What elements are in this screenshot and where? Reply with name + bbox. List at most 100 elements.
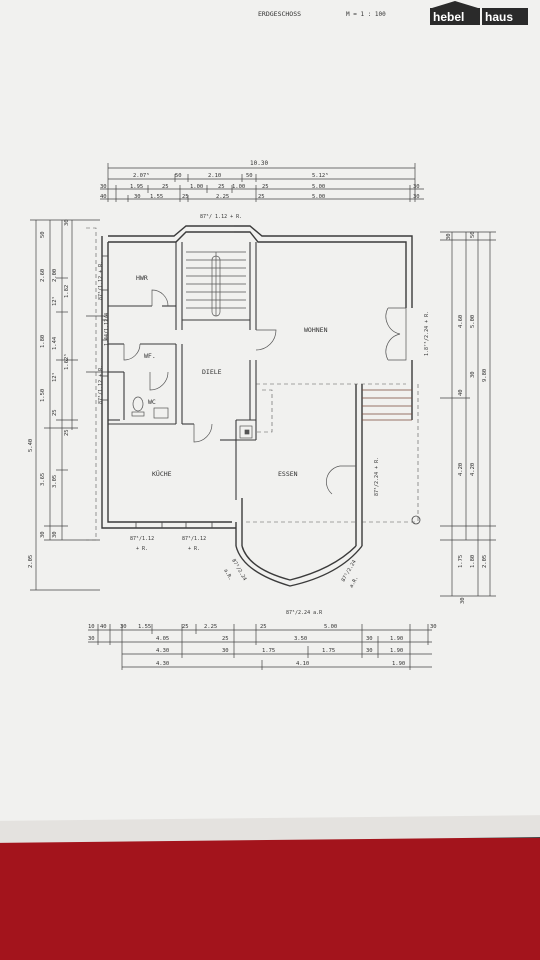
dim-label: 4.30 (156, 648, 169, 654)
window-label-wf: 1.44/1.12/4 (104, 313, 110, 346)
dim-label: 25 (222, 636, 229, 642)
dim-label: 4.60 (458, 315, 464, 328)
dim-label: 1.75 (458, 555, 464, 568)
dim-label: 1.62⁵ (63, 353, 70, 370)
dim-label: 50 (470, 231, 476, 238)
window-label-wohnen: 1.8⁷⁵/2.24 + R. (424, 311, 430, 356)
dim-lines-right (440, 231, 496, 597)
window-label-essen: 87⁵/2.24 + R. (374, 457, 380, 496)
dim-label: 30 (64, 219, 70, 226)
dim-label: 25 (162, 184, 169, 190)
dim-label: 2.60 (40, 269, 46, 282)
dim-label: 30 (222, 648, 229, 654)
dim-label: 25 (52, 409, 58, 416)
window-label-stair: 87⁵/ 1.12 + R. (200, 214, 242, 220)
dim-label: 30 (446, 233, 452, 240)
window-labels: 87⁵/ 1.12 + R. 87⁵/1.12 + R. 1.44/1.12/4… (98, 214, 430, 616)
dim-label: 3.65 (40, 473, 46, 486)
brand-left: hebel (433, 10, 464, 24)
dim-lines-top (100, 163, 424, 202)
dim-label: 40 (100, 624, 107, 630)
dashed-lines (86, 227, 419, 541)
brand-right: haus (485, 10, 513, 24)
dim-label: 1.75 (262, 648, 275, 654)
room-labels: HWR WOHNEN WF. DIELE WC KÜCHE ESSEN (136, 274, 328, 478)
doors (123, 289, 407, 495)
dim-label: 4.30 (156, 661, 169, 667)
windows (102, 225, 234, 528)
dim-bottom-labels: 10 40 30 1.55 25 2.25 25 5.00 30 30 4.05… (88, 624, 437, 667)
room-hwr: HWR (136, 274, 148, 282)
dim-label: 1.50 (40, 389, 46, 402)
room-wc: WC (148, 398, 156, 406)
dim-label: 30 (134, 194, 141, 200)
interior-walls (108, 242, 257, 500)
dim-label: 2.25 (204, 624, 217, 630)
scale-label: M = 1 : 100 (346, 11, 386, 18)
dim-label: 50 (175, 173, 182, 179)
dim-label: 5.00 (312, 194, 325, 200)
dim-label: 25 (182, 194, 189, 200)
dim-label: 25 (262, 184, 269, 190)
dim-left-labels: 30 50 2.60 2.00 1.82 12⁵ 1.80 1.44 1.62⁵… (28, 219, 70, 568)
dim-right-labels: 30 50 4.60 5.00 40 30 9.80 4.20 4.20 1.7… (446, 231, 488, 604)
staircase (186, 251, 246, 317)
dim-label: 2.10 (208, 173, 221, 179)
dim-label: 3.05 (52, 475, 58, 488)
dim-label: 30 (460, 597, 466, 604)
window-label-bay-right-b: a.R. (349, 576, 360, 589)
dim-label: 30 (413, 194, 420, 200)
dim-label: 2.07⁵ (133, 172, 150, 179)
terrace-hatch (362, 389, 412, 421)
dim-label: 1.90 (392, 661, 405, 667)
dim-label: 2.25 (216, 194, 229, 200)
window-label-kueche-1b: + R. (136, 546, 148, 552)
window-label-wc: 87⁵/1.12 + R. (98, 365, 104, 404)
dim-label: 30 (40, 531, 46, 538)
dim-label: 2.05 (28, 555, 34, 568)
dim-label: 25 (64, 429, 70, 436)
dim-label: 9.80 (482, 369, 488, 382)
dim-label: 30 (430, 624, 437, 630)
dim-label: 30 (88, 636, 95, 642)
dim-label: 30 (413, 184, 420, 190)
dim-label: 1.90 (390, 648, 403, 654)
dim-label: 12⁵ (51, 296, 58, 306)
dim-label: 1.00 (190, 184, 203, 190)
fixtures (131, 396, 253, 439)
dim-label: 1.82 (64, 285, 70, 298)
dim-label: 25 (182, 624, 189, 630)
dim-label: 1.75 (322, 648, 335, 654)
dim-label: 30 (366, 636, 373, 642)
window-label-bay-center: 87⁵/2.24 a.R (286, 610, 323, 616)
dim-label: 4.05 (156, 636, 169, 642)
room-wohnen: WOHNEN (304, 326, 328, 334)
window-label-kueche-2: 87⁵/1.12 (182, 536, 206, 542)
dim-top-total: 10.30 (250, 160, 268, 167)
dim-lines-bottom (88, 624, 432, 670)
dim-label: 4.20 (470, 463, 476, 476)
room-essen: ESSEN (278, 470, 298, 478)
downpipe-circle (411, 515, 421, 525)
hebel-haus-logo: hebel haus (430, 1, 528, 25)
room-wf: WF. (144, 352, 156, 360)
dim-label: 30 (52, 531, 58, 538)
dim-label: 30 (470, 371, 476, 378)
dim-label: 30 (120, 624, 127, 630)
dim-label: 1.00 (232, 184, 245, 190)
dim-label: 4.20 (458, 463, 464, 476)
paper-sheet (0, 0, 540, 826)
dim-label: 1.80 (470, 555, 476, 568)
dim-label: 4.10 (296, 661, 309, 667)
dim-label: 5.00 (324, 624, 337, 630)
window-label-kueche-1: 87⁵/1.12 (130, 536, 154, 542)
window-label-hwr: 87⁵/1.12 + R. (98, 261, 104, 300)
room-kueche: KÜCHE (152, 469, 172, 478)
dim-label: 3.50 (294, 636, 307, 642)
window-label-kueche-2b: + R. (188, 546, 200, 552)
dim-label: 30 (100, 184, 107, 190)
dim-label: 12⁵ (51, 372, 58, 382)
dim-label: 1.80 (40, 335, 46, 348)
dim-label: 50 (246, 173, 253, 179)
